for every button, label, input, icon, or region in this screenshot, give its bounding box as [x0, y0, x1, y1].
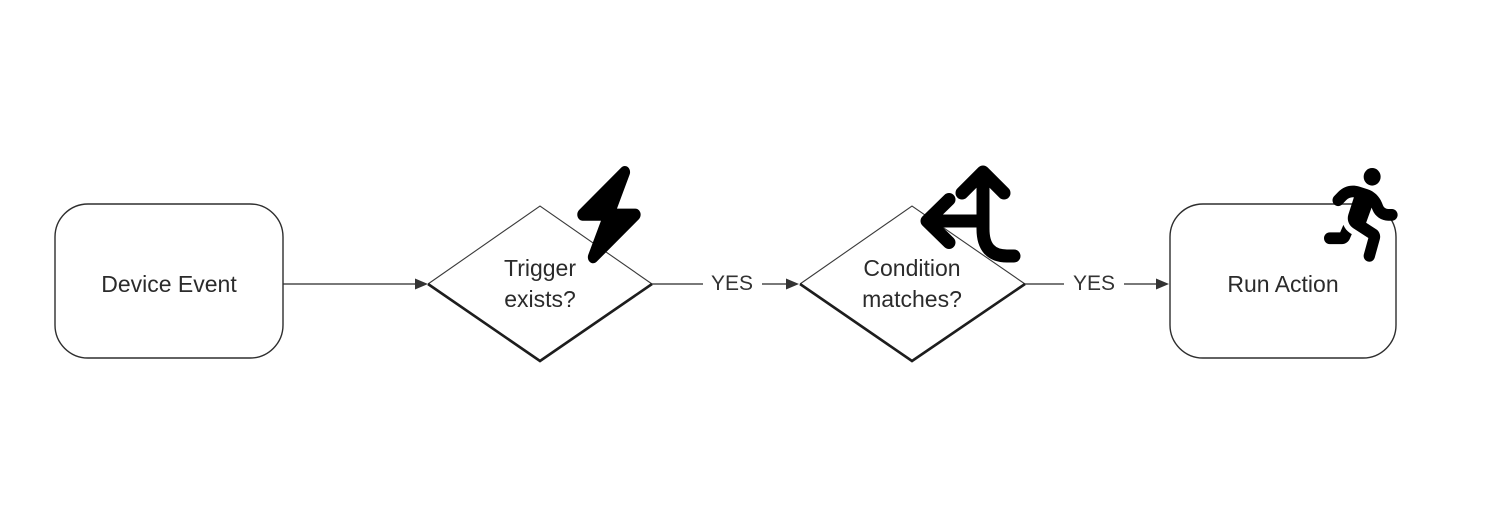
node-condition-matches: [799, 205, 1026, 363]
arrowhead-right-icon: [786, 278, 799, 290]
person-running-icon: [1324, 168, 1398, 262]
edge-condition-to-action: [1025, 278, 1169, 290]
edge-trigger-to-condition: [652, 278, 799, 290]
arrows-split-up-left-icon: [920, 165, 1021, 263]
arrowhead-right-icon: [415, 278, 428, 290]
node-device-event: [54, 203, 284, 359]
edge-device-event-to-trigger: [283, 278, 428, 290]
bolt-icon: [577, 165, 641, 264]
node-trigger-exists: [427, 205, 653, 363]
arrowhead-right-icon: [1156, 278, 1169, 290]
